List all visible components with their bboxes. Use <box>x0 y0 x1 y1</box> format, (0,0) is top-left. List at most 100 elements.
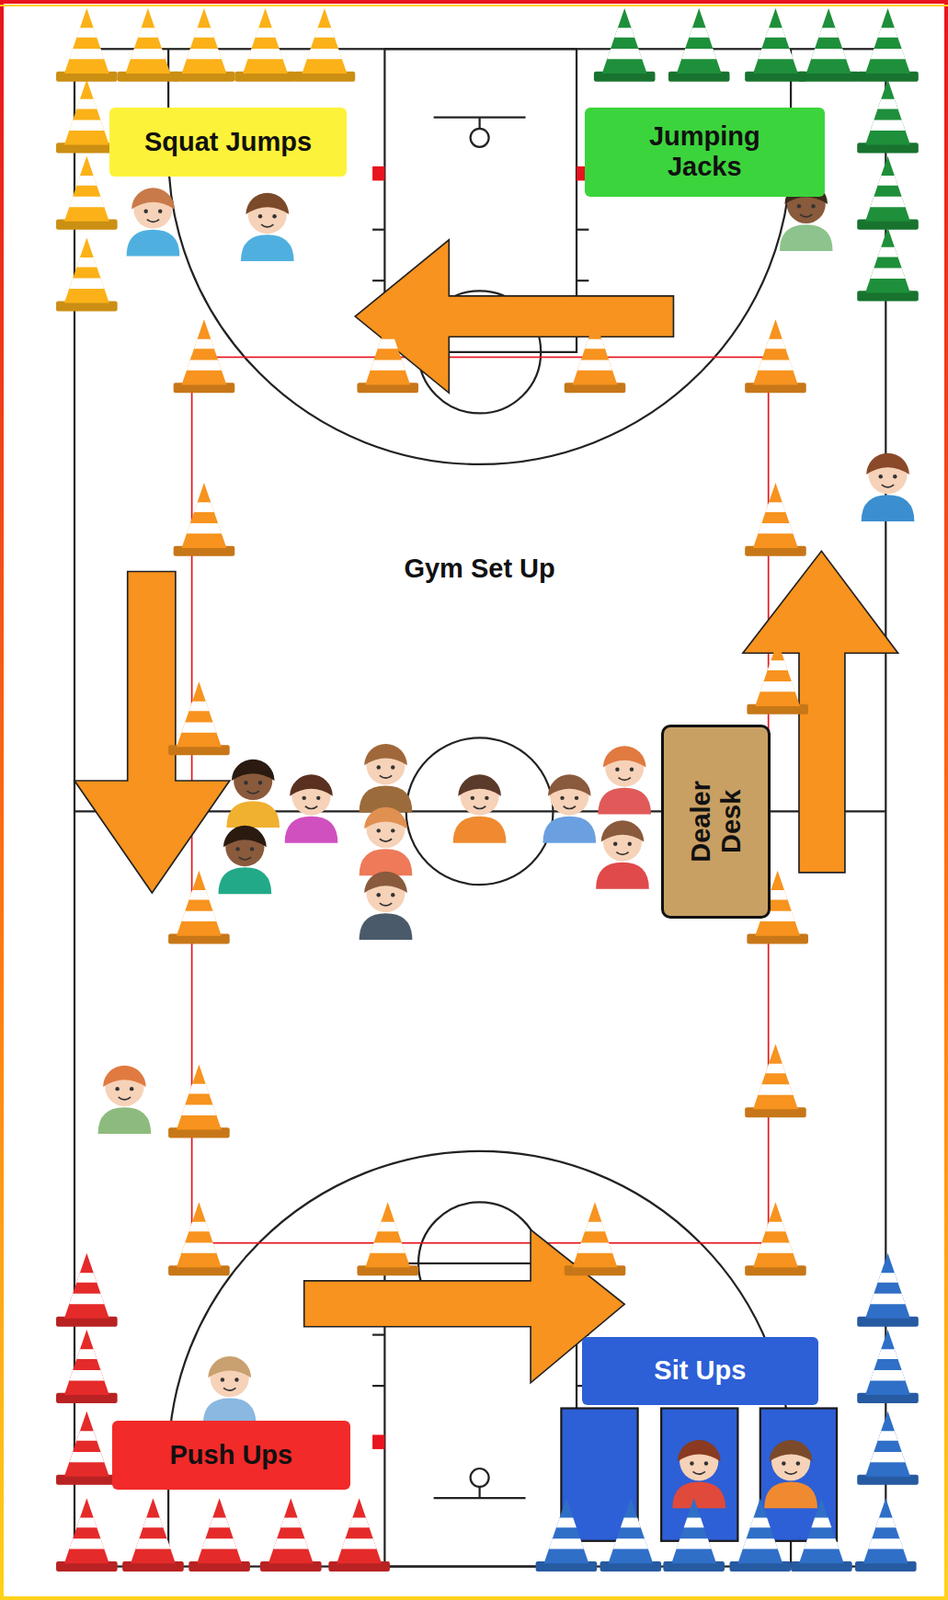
cone-stripe <box>76 1348 97 1360</box>
person-eye <box>250 846 254 851</box>
cone-stripe <box>765 27 786 38</box>
cone-stripe <box>377 339 399 350</box>
person-eye <box>470 796 475 800</box>
person-body <box>126 229 181 257</box>
cone-stripe <box>76 175 97 186</box>
person-eye <box>390 892 395 897</box>
cone-body <box>64 1329 110 1395</box>
person-body <box>779 224 834 252</box>
person-hair <box>289 774 333 796</box>
person-icon <box>226 759 280 828</box>
cone-stripe <box>878 99 899 110</box>
cone-stripe <box>209 1517 230 1528</box>
person-body <box>597 788 652 815</box>
person-icon <box>359 807 413 876</box>
person-eye <box>689 1461 694 1465</box>
person-smile <box>379 838 392 842</box>
person-eye <box>628 842 632 846</box>
person-body <box>217 867 272 894</box>
cone-stripe <box>757 48 793 59</box>
cone-body <box>865 156 911 222</box>
person-smile <box>118 1096 131 1100</box>
person-hair <box>548 774 592 796</box>
person-body <box>861 494 915 522</box>
station-label: Sit Ups <box>653 1355 746 1386</box>
cone-body <box>365 1201 411 1268</box>
cone-stripe <box>135 1538 171 1549</box>
sit-up-mat <box>760 1408 837 1542</box>
station-box: Push Ups <box>112 1420 351 1490</box>
cone-stripe <box>676 1538 712 1549</box>
cone-stripe <box>757 1084 793 1095</box>
person-smile <box>784 1471 797 1474</box>
cone <box>356 1201 419 1276</box>
cone-body <box>865 1411 911 1477</box>
person-smile <box>239 856 252 860</box>
cone-stripe <box>577 1242 613 1253</box>
person-icon <box>542 774 596 843</box>
person-eye <box>376 892 381 897</box>
person-smile <box>618 777 631 781</box>
station-label: Dealer Desk <box>685 761 747 881</box>
cone-body <box>799 1497 845 1564</box>
person-eye <box>629 767 634 772</box>
cone-body <box>602 8 648 74</box>
cone-body <box>268 1497 314 1564</box>
cone <box>856 1411 919 1485</box>
cone-body <box>671 1497 717 1564</box>
cone <box>790 1497 853 1572</box>
cone <box>668 8 731 82</box>
cone <box>744 8 807 82</box>
cone-stripe <box>68 1451 104 1462</box>
diagram-title: Gym Set Up <box>403 553 555 584</box>
cone-body <box>865 79 911 146</box>
cone-stripe <box>273 1538 309 1549</box>
cone <box>744 319 807 393</box>
cone-stripe <box>810 48 846 59</box>
cone <box>122 1497 184 1572</box>
cone-body <box>64 8 110 74</box>
cone-stripe <box>868 1538 903 1549</box>
cone-stripe <box>869 120 905 131</box>
person-eye <box>559 796 564 800</box>
cone <box>56 156 118 230</box>
cone-body <box>544 1497 590 1564</box>
cone-body <box>753 1201 799 1268</box>
person-icon <box>285 774 339 843</box>
cone-stripe <box>556 1517 577 1528</box>
cone-body <box>130 1497 176 1564</box>
cone <box>117 8 180 82</box>
cone-stripe <box>810 1517 832 1528</box>
cone <box>856 1253 919 1327</box>
rotation-arrow <box>354 239 674 393</box>
cone-stripe <box>188 701 209 712</box>
cone-stripe <box>349 1517 370 1528</box>
person-hair <box>603 745 647 767</box>
cone-stripe <box>194 27 215 38</box>
cone-stripe <box>68 1538 104 1549</box>
cone-body <box>753 1043 799 1109</box>
cone <box>856 1329 919 1404</box>
person-body <box>285 816 339 844</box>
cone-stripe <box>377 1222 399 1233</box>
cone-stripe <box>875 1517 896 1528</box>
person-hair <box>102 1065 147 1087</box>
cone-stripe <box>878 1272 899 1283</box>
cone-body <box>572 319 618 385</box>
cone-stripe <box>757 359 793 370</box>
cone-body <box>753 8 799 74</box>
person-body <box>672 1481 726 1508</box>
person-smile <box>473 806 486 810</box>
cone <box>536 1497 598 1572</box>
person-eye <box>613 842 617 846</box>
person-hair <box>231 759 275 781</box>
person-eye <box>390 828 395 833</box>
cone-body <box>336 1497 382 1564</box>
cone-body <box>753 319 799 385</box>
cone <box>168 1064 230 1139</box>
dealer-desk: Dealer Desk <box>661 724 771 919</box>
cone-stripe <box>181 1105 217 1116</box>
cone <box>746 640 809 715</box>
cone <box>856 8 919 82</box>
cone-stripe <box>757 523 793 534</box>
